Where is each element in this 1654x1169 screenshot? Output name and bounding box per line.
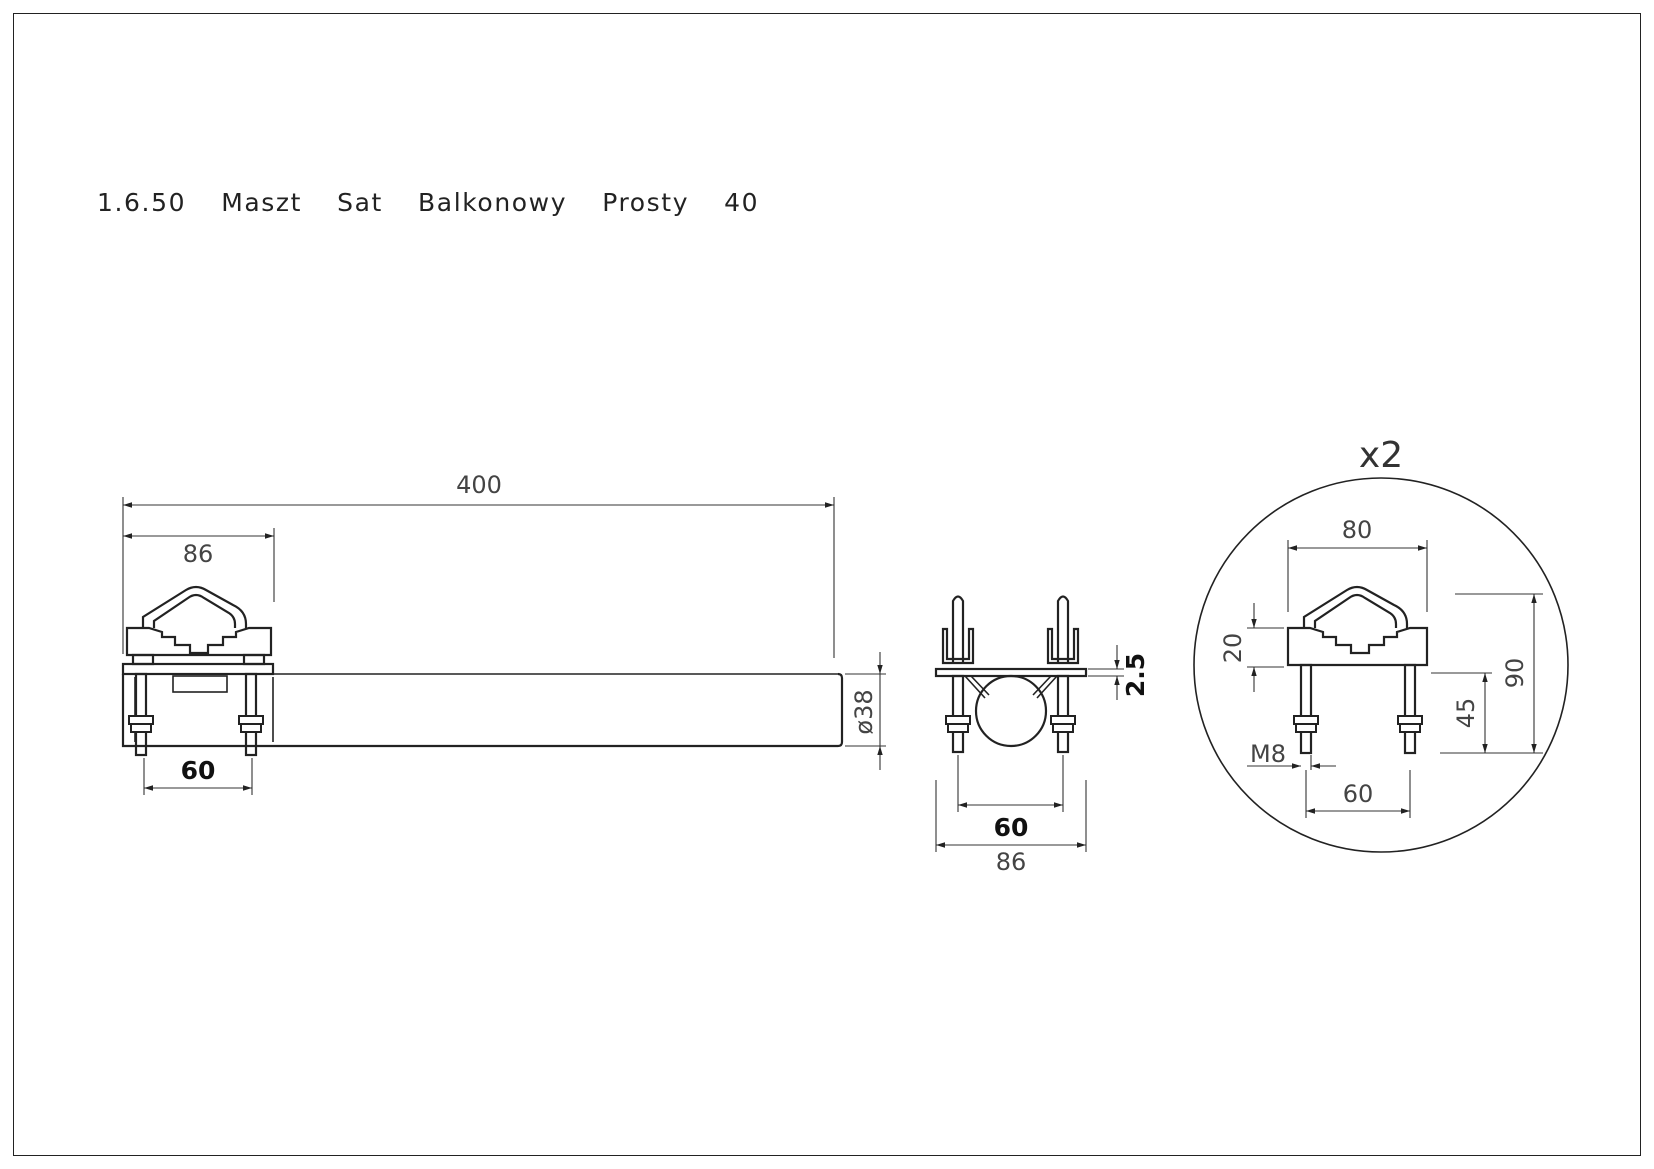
detail-dimension-height-total: 90 (1440, 593, 1543, 754)
front-dimension-bolt-spacing: 60 (957, 755, 1064, 842)
detail-dimension-top: 20 (1219, 603, 1284, 692)
dim-diameter-label: ø38 (850, 689, 878, 734)
mast-clip (172, 675, 228, 693)
dimension-bolt-spacing: 60 (143, 756, 253, 795)
detail-saddle-block (1286, 626, 1429, 667)
detail-bolt-right (1397, 663, 1423, 755)
mast-tube (121, 672, 844, 748)
detail-dim-20-label: 20 (1219, 633, 1247, 664)
front-view: 60 86 2.5 (934, 595, 1150, 876)
base-plate (121, 662, 275, 676)
detail-dim-80-label: 80 (1342, 516, 1373, 544)
front-dim-86-label: 86 (996, 848, 1027, 876)
dimension-length: 400 (122, 471, 835, 658)
front-bolt-right (1050, 674, 1076, 754)
detail-dim-90-label: 90 (1501, 658, 1529, 689)
dim-400-label: 400 (456, 471, 502, 499)
detail-dim-60-label: 60 (1343, 780, 1374, 808)
drawing-title: 1.6.50 Maszt Sat Balkonowy Prosty 40 (97, 188, 760, 217)
front-dimension-plate-width: 86 (935, 780, 1087, 876)
detail-dimension-bolt-spacing: 60 (1305, 770, 1411, 818)
front-dim-thickness-label: 2.5 (1121, 653, 1150, 697)
detail-dimension-height-mid: 45 (1431, 672, 1492, 753)
bolt-left (128, 672, 154, 757)
detail-view: x2 80 90 (1193, 435, 1569, 853)
u-bolt (141, 585, 248, 628)
bolt-right (238, 672, 264, 757)
detail-dim-45-label: 45 (1452, 698, 1480, 729)
detail-dimension-thread: M8 (1247, 740, 1336, 770)
detail-dimension-width: 80 (1287, 516, 1428, 612)
front-dim-60-label: 60 (994, 813, 1029, 842)
quantity-label: x2 (1359, 435, 1403, 476)
drawing-frame (13, 13, 1641, 1156)
dimension-diameter: ø38 (845, 652, 886, 770)
detail-dim-m8-label: M8 (1250, 740, 1286, 768)
dim-86-label: 86 (183, 540, 214, 568)
tube-section (974, 674, 1048, 748)
detail-bolt-left (1293, 663, 1319, 755)
dim-60-label: 60 (181, 756, 216, 785)
side-view: 400 86 60 ø38 (121, 471, 886, 795)
saddle-block (125, 626, 273, 657)
front-dimension-thickness: 2.5 (1088, 645, 1150, 700)
detail-circle (1193, 477, 1569, 853)
front-bolt-left (945, 674, 971, 754)
dimension-clamp-width: 86 (123, 528, 275, 602)
